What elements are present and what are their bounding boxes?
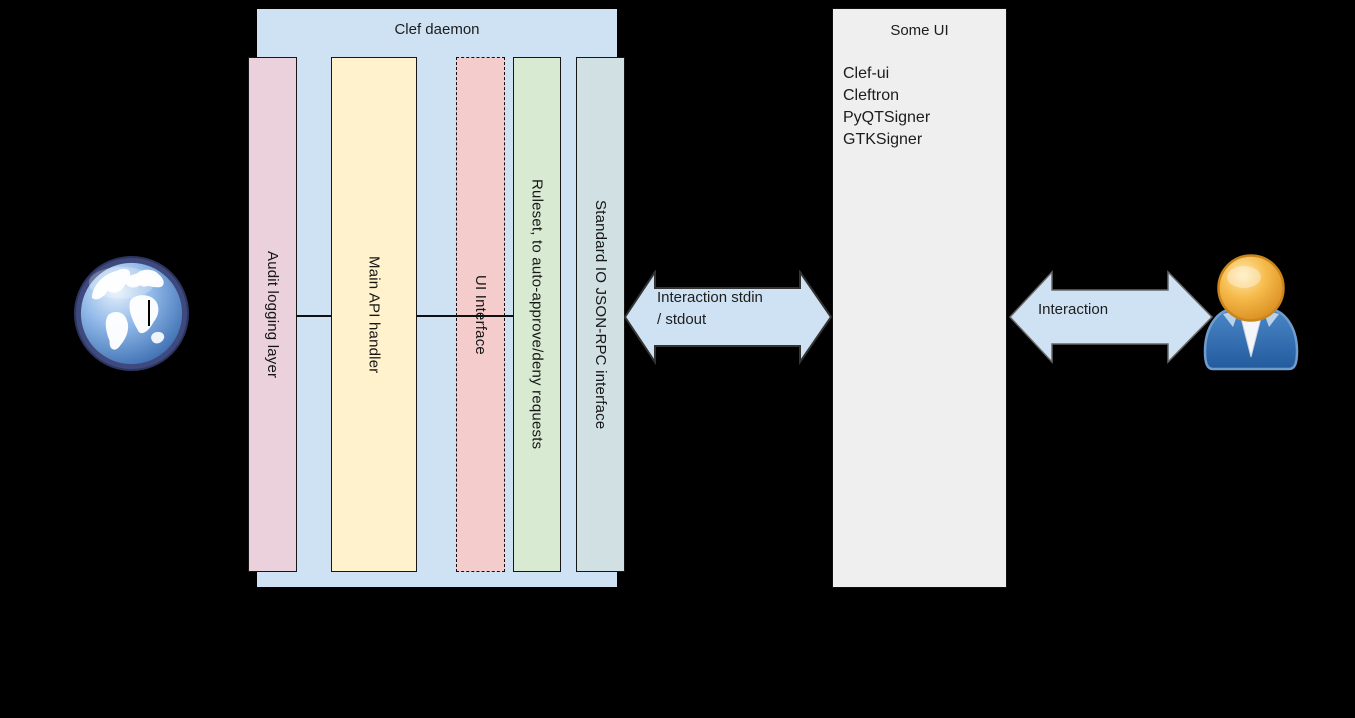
globe-icon: [72, 254, 191, 373]
double-arrow-icon: [1008, 270, 1214, 364]
arrow-label-line1: Interaction stdin: [657, 289, 763, 306]
stdin-stdout-arrow-label: Interaction stdin / stdout: [657, 287, 763, 331]
some-ui-box: Some UI Clef-ui Cleftron PyQTSigner GTKS…: [832, 8, 1007, 588]
some-ui-title: Some UI: [890, 22, 949, 39]
list-item: GTKSigner: [843, 131, 923, 148]
layer-audit-logging-label: Audit logging layer: [264, 250, 281, 379]
layer-ui-interface: UI Interface: [456, 57, 505, 572]
layer-audit-logging: Audit logging layer: [248, 57, 297, 572]
layer-main-api-handler-label: Main API handler: [365, 255, 383, 374]
layer-ruleset: Ruleset, to auto-approve/deny requests: [513, 57, 561, 572]
double-arrow-icon: [623, 270, 833, 365]
cursor-artifact-line: [148, 300, 150, 326]
connector-line-audit-to-api: [296, 315, 332, 317]
layer-stdio-jsonrpc: Standard IO JSON-RPC interface: [576, 57, 625, 572]
layer-stdio-jsonrpc-label: Standard IO JSON-RPC interface: [592, 199, 609, 430]
user-icon: [1203, 251, 1303, 373]
layer-ruleset-label: Ruleset, to auto-approve/deny requests: [528, 179, 546, 450]
clef-daemon-title: Clef daemon: [394, 21, 480, 38]
stdin-stdout-arrow: Interaction stdin / stdout: [623, 270, 833, 365]
arrow-label-line2: / stdout: [657, 311, 707, 328]
interaction-arrow: Interaction: [1008, 270, 1214, 365]
interaction-arrow-label: Interaction: [1038, 301, 1109, 318]
some-ui-list: Clef-ui Cleftron PyQTSigner GTKSigner: [843, 63, 1006, 151]
list-item: PyQTSigner: [843, 109, 931, 126]
list-item: Clef-ui: [843, 65, 890, 82]
list-item: Cleftron: [843, 87, 900, 104]
layer-main-api-handler: Main API handler: [331, 57, 417, 572]
clef-daemon-box: Clef daemon: [257, 9, 617, 587]
layer-ui-interface-label: UI Interface: [472, 274, 489, 355]
connector-line-api-to-ruleset: [416, 315, 514, 317]
